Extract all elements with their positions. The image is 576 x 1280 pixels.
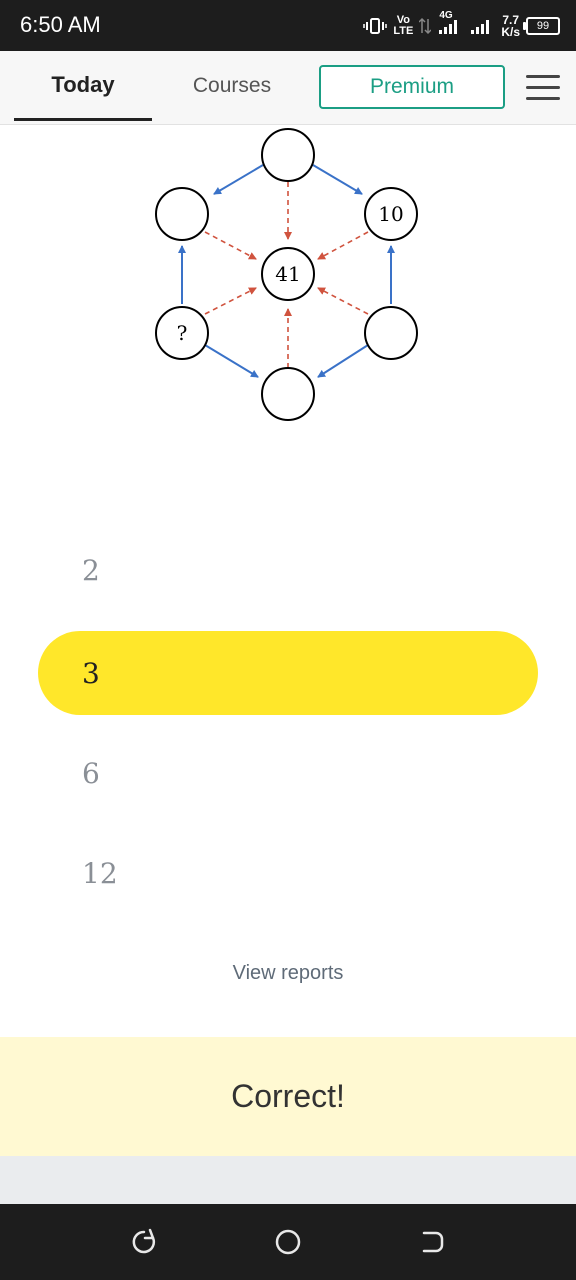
- outer-arrow: [213, 164, 264, 195]
- node-center-value: 41: [275, 262, 300, 286]
- signal-icon: [469, 16, 495, 36]
- vibrate-icon: [363, 16, 388, 36]
- outer-arrow: [317, 344, 369, 378]
- node-bottom: [261, 367, 315, 421]
- outer-arrow: [204, 344, 259, 378]
- inner-arrow: [204, 231, 257, 260]
- top-nav: Today Courses Premium: [0, 51, 576, 125]
- lte-label: LTE: [393, 25, 414, 37]
- status-bar: 6:50 AM Vo LTE 4G 7.7 K/s 99: [0, 0, 576, 51]
- inner-arrow: [204, 287, 257, 315]
- inner-arrow: [317, 287, 369, 315]
- volte-indicator: Vo LTE: [393, 15, 413, 37]
- node-bottom-left-value: ?: [177, 321, 188, 345]
- answer-option[interactable]: 2: [38, 528, 538, 612]
- premium-button[interactable]: Premium: [319, 65, 505, 109]
- node-top-right-value: 10: [378, 202, 403, 226]
- answer-option-label: 6: [82, 756, 100, 790]
- back-icon[interactable]: [414, 1224, 450, 1260]
- node-bottom-right: [364, 306, 418, 360]
- recent-apps-icon[interactable]: [126, 1224, 162, 1260]
- answer-option[interactable]: 12: [38, 831, 538, 915]
- feedback-banner: Correct!: [0, 1037, 576, 1156]
- battery-level: 99: [536, 20, 550, 32]
- outer-arrow: [312, 164, 363, 195]
- view-reports-link[interactable]: View reports: [232, 962, 344, 984]
- battery-icon: 99: [523, 17, 560, 35]
- network-gen-label: 4G: [439, 10, 453, 21]
- node-top-right: [364, 187, 418, 241]
- bottom-strip: [0, 1156, 576, 1204]
- volte-label: Vo: [396, 14, 410, 26]
- node-top: [261, 128, 315, 182]
- answer-option[interactable]: 6: [38, 731, 538, 815]
- hamburger-menu-icon[interactable]: [526, 75, 560, 101]
- node-center: [261, 247, 315, 301]
- net-speed-value: 7.7: [502, 13, 519, 27]
- status-icons: Vo LTE 4G 7.7 K/s 99: [363, 8, 560, 44]
- answer-option-label: 12: [82, 856, 118, 890]
- feedback-text: Correct!: [231, 1078, 345, 1114]
- tab-today[interactable]: Today: [14, 51, 152, 121]
- inner-arrow: [317, 231, 369, 260]
- answer-option-label: 2: [82, 553, 100, 587]
- answer-option-selected[interactable]: 3: [38, 631, 538, 715]
- net-speed: 7.7 K/s: [501, 14, 520, 38]
- answer-option-label: 3: [82, 656, 100, 690]
- data-transfer-icon: [419, 16, 432, 36]
- net-speed-unit: K/s: [501, 25, 520, 39]
- tab-courses[interactable]: Courses: [192, 74, 272, 97]
- home-icon[interactable]: [270, 1224, 306, 1260]
- signal-4g-icon: 4G: [437, 10, 463, 36]
- puzzle-diagram: 10 41 ?: [155, 128, 418, 421]
- node-top-left: [155, 187, 209, 241]
- status-time: 6:50 AM: [20, 12, 101, 37]
- node-bottom-left: [155, 306, 209, 360]
- system-nav-bar: [0, 1204, 576, 1280]
